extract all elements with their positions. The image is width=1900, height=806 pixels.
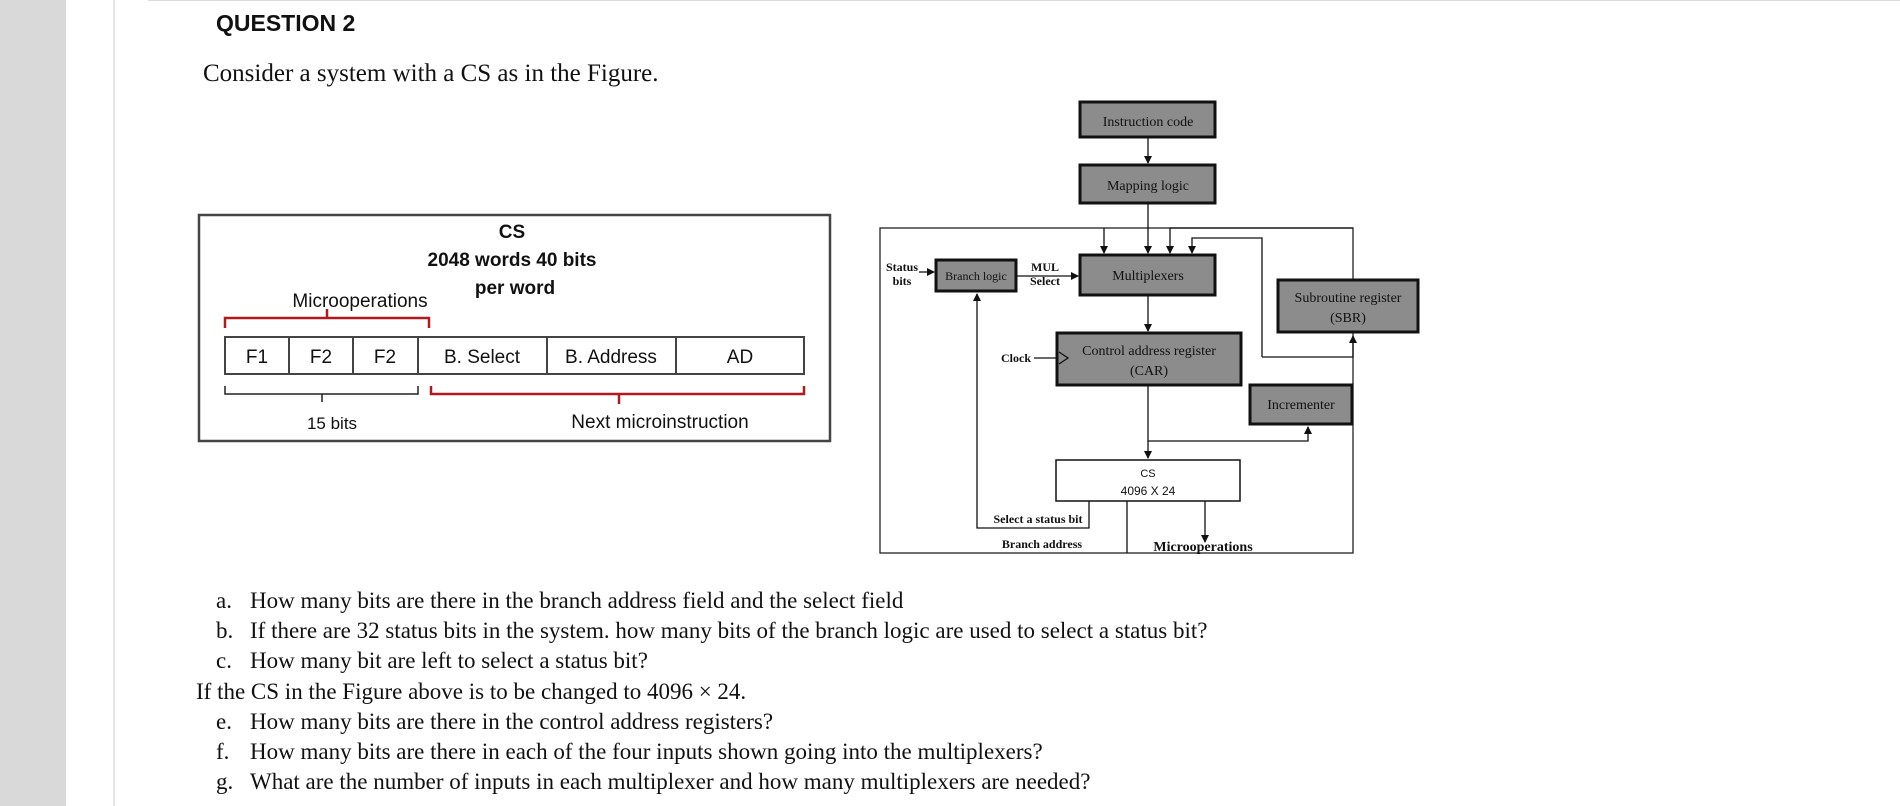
- field-f2-a: F2: [310, 347, 332, 368]
- question-b-text: If there are 32 status bits in the syste…: [250, 618, 1208, 644]
- question-a: a. How many bits are there in the branch …: [196, 586, 1207, 616]
- cs-memory-box: [1055, 459, 1241, 502]
- question-list: a. How many bits are there in the branch …: [196, 586, 1207, 797]
- field-f2-b: F2: [374, 347, 396, 368]
- question-c-label: c.: [216, 648, 232, 674]
- field-b-address: B. Address: [565, 347, 657, 368]
- question-b: b. If there are 32 status bits in the sys…: [196, 616, 1207, 646]
- car-line2: (CAR): [1130, 364, 1168, 379]
- question-g: g. What are the number of inputs in each …: [196, 767, 1207, 797]
- question-c-text: How many bit are left to select a status…: [250, 648, 648, 674]
- field-row: F1 F2 F2 B. Select B. Address AD: [224, 336, 805, 375]
- question-g-text: What are the number of inputs in each mu…: [250, 769, 1091, 795]
- field-b-select: B. Select: [444, 347, 521, 368]
- left-gutter: [0, 0, 66, 806]
- car-box: [1055, 331, 1243, 387]
- mul-select-line2: Select: [1030, 274, 1060, 288]
- bits-label: 15 bits: [307, 414, 357, 433]
- mapping-logic-box: [1078, 163, 1217, 205]
- microoperations-label: Microoperations: [292, 291, 427, 312]
- question-f: f. How many bits are there in each of the…: [196, 737, 1207, 767]
- question-intro: Consider a system with a CS as in the Fi…: [203, 60, 659, 87]
- block-diagram: Instruction code Mapping logic Multiplex…: [879, 100, 1420, 555]
- question-b-label: b.: [216, 618, 234, 644]
- cs-header-line2: 2048 words 40 bits: [428, 250, 597, 271]
- field-ad: AD: [727, 347, 753, 368]
- sbr-box: [1276, 278, 1420, 334]
- question-a-label: a.: [216, 588, 232, 613]
- question-g-label: g.: [216, 769, 234, 795]
- diagram-microoperations-label: Microoperations: [1153, 540, 1253, 555]
- cs-format-frame: [197, 213, 832, 443]
- status-bits-line2: bits: [893, 274, 912, 288]
- bits-bracket: [224, 386, 419, 402]
- status-bits-line1: Status: [886, 260, 918, 274]
- question-title: QUESTION 2: [216, 10, 356, 36]
- mapping-logic-label: Mapping logic: [1107, 179, 1189, 194]
- question-a-text: How many bits are there in the branch ad…: [250, 588, 904, 613]
- cs-memory-line1: CS: [1140, 468, 1155, 480]
- micro-bracket: [223, 309, 431, 328]
- question-e: e. How many bits are there in the control…: [196, 707, 1207, 737]
- question-f-text: How many bits are there in each of the f…: [250, 739, 1043, 765]
- next-label: Next microinstruction: [571, 412, 748, 433]
- branch-logic-label: Branch logic: [945, 269, 1007, 283]
- select-status-bit-label: Select a status bit: [994, 512, 1083, 526]
- question-c: c. How many bit are left to select a stat…: [196, 646, 1207, 676]
- top-border: [148, 0, 1900, 1]
- next-bracket: [429, 386, 806, 404]
- question-mid-statement: If the CS in the Figure above is to be c…: [196, 678, 747, 704]
- question-f-label: f.: [216, 739, 230, 765]
- cs-header-line3: per word: [475, 278, 555, 299]
- question-e-label: e.: [216, 708, 232, 734]
- clock-label: Clock: [1001, 351, 1031, 365]
- branch-logic-box: [934, 258, 1018, 293]
- instruction-code-label: Instruction code: [1103, 115, 1194, 130]
- branch-address-label: Branch address: [1002, 537, 1082, 551]
- incrementer-box: [1248, 383, 1354, 426]
- question-e-text: How many bits are there in the control a…: [250, 708, 774, 734]
- cs-memory-line2: 4096 X 24: [1121, 484, 1176, 498]
- sbr-line1: Subroutine register: [1295, 291, 1402, 306]
- car-line1: Control address register: [1082, 344, 1216, 359]
- multiplexers-label: Multiplexers: [1112, 269, 1184, 284]
- field-f1: F1: [246, 347, 268, 368]
- cs-format-figure: CS 2048 words 40 bits per word Microoper…: [197, 213, 832, 443]
- cs-header-line1: CS: [499, 222, 525, 243]
- left-border: [113, 0, 115, 806]
- mul-select-line1: MUL: [1031, 260, 1059, 274]
- sbr-line2: (SBR): [1330, 311, 1366, 326]
- incrementer-label: Incrementer: [1267, 398, 1335, 413]
